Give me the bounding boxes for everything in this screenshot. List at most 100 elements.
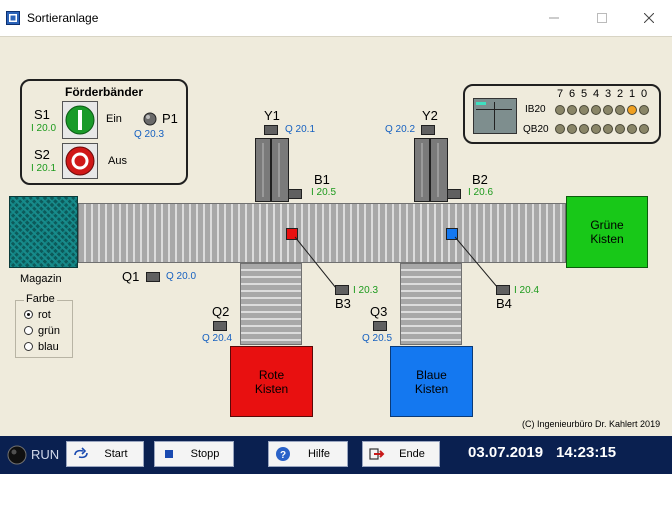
b4-address: I 20.4 xyxy=(514,285,540,296)
power-on-icon xyxy=(65,105,95,135)
gruene-kisten-box: Grüne Kisten xyxy=(566,196,648,268)
radio-icon[interactable] xyxy=(24,342,33,351)
qb20-led xyxy=(555,124,565,134)
s1-name: S1 xyxy=(34,107,50,122)
io-bit-label: 4 xyxy=(593,88,600,100)
ib20-label: IB20 xyxy=(525,104,546,115)
q2-indicator xyxy=(213,321,227,331)
ein-label: Ein xyxy=(106,113,122,125)
ib20-led xyxy=(579,105,589,115)
ende-button-label: Ende xyxy=(399,448,425,460)
farbe-title: Farbe xyxy=(24,293,57,305)
y2-indicator xyxy=(421,125,435,135)
b2-name: B2 xyxy=(472,172,488,187)
radio-icon[interactable] xyxy=(24,326,33,335)
stopp-button-label: Stopp xyxy=(190,448,220,460)
qb20-led xyxy=(567,124,577,134)
io-bit-label: 0 xyxy=(641,88,648,100)
blaue-kisten-box: Blaue Kisten xyxy=(390,346,473,417)
io-bit-label: 5 xyxy=(581,88,588,100)
qb20-leds xyxy=(555,124,655,134)
q3-address: Q 20.5 xyxy=(362,333,393,344)
ein-button[interactable] xyxy=(62,101,98,139)
qb20-led xyxy=(627,124,637,134)
radio-icon[interactable] xyxy=(24,310,33,319)
blaue-kisten-line1: Blaue xyxy=(416,367,447,382)
run-status-led-icon xyxy=(7,445,27,465)
plant-view: Förderbänder S1 I 20.0 Ein P1 Q 20.3 S2 … xyxy=(0,36,672,437)
ende-button[interactable]: Ende xyxy=(362,441,440,467)
maximize-icon xyxy=(597,13,607,23)
rote-kisten-line1: Rote xyxy=(258,367,285,382)
y1-name: Y1 xyxy=(264,108,280,123)
qb20-led xyxy=(615,124,625,134)
foerderbaender-title: Förderbänder xyxy=(64,85,143,99)
ib20-led xyxy=(603,105,613,115)
farbe-option-0[interactable]: rot xyxy=(24,309,51,321)
svg-text:?: ? xyxy=(280,450,286,461)
main-conveyor xyxy=(78,203,566,263)
io-bit-label: 2 xyxy=(617,88,624,100)
start-button[interactable]: Start xyxy=(66,441,144,467)
magazin-label: Magazin xyxy=(20,273,62,285)
b3-address: I 20.3 xyxy=(353,285,379,296)
s2-name: S2 xyxy=(34,147,50,162)
blaue-kisten-line2: Kisten xyxy=(414,381,449,396)
b1-address: I 20.5 xyxy=(311,187,337,198)
q1-indicator xyxy=(146,272,160,282)
aus-button[interactable] xyxy=(62,143,98,179)
qb20-led xyxy=(591,124,601,134)
q1-address: Q 20.0 xyxy=(166,271,197,282)
qb20-label: QB20 xyxy=(523,124,549,135)
b3-name: B3 xyxy=(335,296,351,311)
gruene-kisten-line2: Kisten xyxy=(590,232,624,246)
hilfe-button[interactable]: ? Hilfe xyxy=(268,441,348,467)
aus-label: Aus xyxy=(108,155,127,167)
farbe-group: Farbe rot grün blau xyxy=(15,293,73,358)
farbe-option-label: blau xyxy=(38,341,59,353)
p1-address: Q 20.3 xyxy=(134,129,165,140)
start-button-label: Start xyxy=(104,448,128,460)
title-bar: Sortieranlage xyxy=(0,0,672,36)
io-bit-label: 1 xyxy=(629,88,636,100)
farbe-option-1[interactable]: grün xyxy=(24,325,60,337)
maximize-button[interactable] xyxy=(579,0,625,36)
copyright: (C) Ingenieurbüro Dr. Kahlert 2019 xyxy=(522,419,661,429)
q2-name: Q2 xyxy=(212,304,230,319)
b1-name: B1 xyxy=(314,172,330,187)
close-button[interactable] xyxy=(626,0,672,36)
b1-indicator xyxy=(288,189,302,199)
ib20-led xyxy=(639,105,649,115)
farbe-option-2[interactable]: blau xyxy=(24,341,59,353)
b4-indicator xyxy=(496,285,510,295)
red-side-conveyor xyxy=(240,263,302,345)
sensor-lines xyxy=(294,236,499,289)
bottom-toolbar: RUN Start Stopp ? Hilfe Ende 03.07.2019 … xyxy=(0,436,672,474)
b2-indicator xyxy=(447,189,461,199)
qb20-led xyxy=(603,124,613,134)
app-icon xyxy=(6,11,20,25)
qb20-led xyxy=(579,124,589,134)
stopp-button[interactable]: Stopp xyxy=(154,441,234,467)
p1-name: P1 xyxy=(162,111,178,126)
q1-name: Q1 xyxy=(122,269,140,284)
foerderbaender-panel: Förderbänder S1 I 20.0 Ein P1 Q 20.3 S2 … xyxy=(20,79,188,185)
s1-address: I 20.0 xyxy=(31,123,57,134)
date-display: 03.07.2019 xyxy=(468,444,544,461)
y2-address: Q 20.2 xyxy=(385,124,416,135)
minimize-button[interactable] xyxy=(531,0,577,36)
q3-name: Q3 xyxy=(370,304,388,319)
io-bit-label: 6 xyxy=(569,88,576,100)
io-bit-label: 3 xyxy=(605,88,612,100)
minimize-icon xyxy=(549,17,559,19)
stop-icon xyxy=(165,450,173,458)
ib20-led xyxy=(591,105,601,115)
ib20-led xyxy=(615,105,625,115)
time-display: 14:23:15 xyxy=(556,444,617,461)
magazin xyxy=(9,196,78,268)
y2-name: Y2 xyxy=(422,108,438,123)
y2-pusher xyxy=(414,138,448,202)
farbe-option-label: grün xyxy=(38,325,61,337)
qb20-led xyxy=(639,124,649,134)
